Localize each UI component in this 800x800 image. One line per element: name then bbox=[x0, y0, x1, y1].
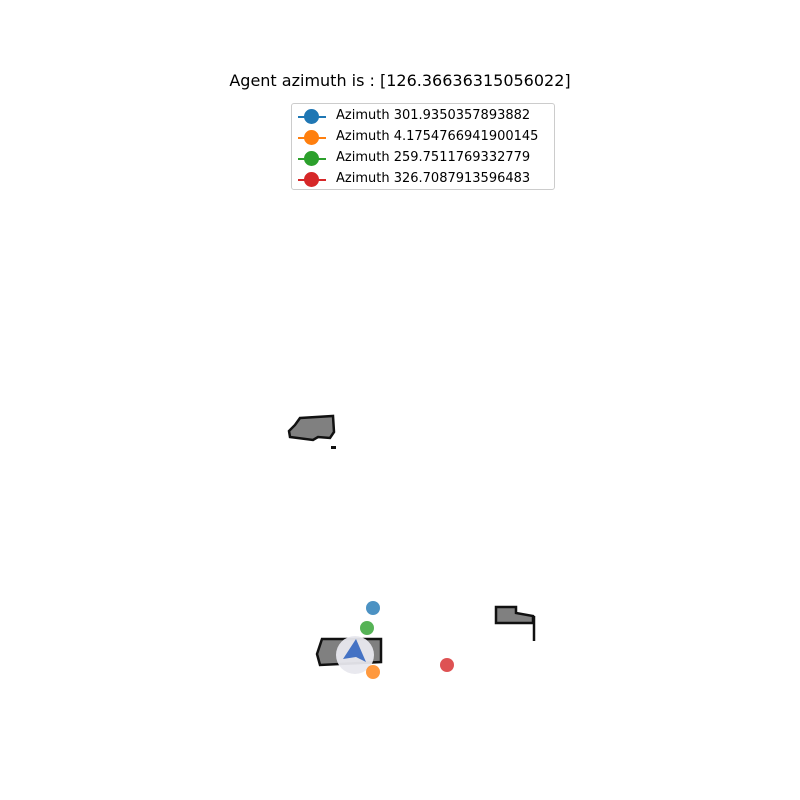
legend-entry: Azimuth 259.7511769332779 bbox=[292, 148, 554, 169]
legend-label: Azimuth 259.7511769332779 bbox=[336, 150, 531, 165]
legend-label: Azimuth 4.1754766941900145 bbox=[336, 129, 539, 144]
legend-marker bbox=[304, 109, 319, 124]
legend-entry: Azimuth 4.1754766941900145 bbox=[292, 127, 554, 148]
legend: Azimuth 301.9350357893882 Azimuth 4.1754… bbox=[291, 103, 555, 190]
agent-arrow-icon bbox=[343, 639, 366, 662]
obstacles bbox=[287, 414, 536, 667]
scatter-point bbox=[366, 601, 380, 615]
legend-marker bbox=[304, 130, 319, 145]
agent bbox=[336, 636, 374, 674]
obstacle-upper-left bbox=[287, 414, 336, 442]
obstacle-upper-left-fragment bbox=[331, 446, 336, 449]
scatter-point bbox=[366, 665, 380, 679]
scatter-point bbox=[360, 621, 374, 635]
legend-entry: Azimuth 326.7087913596483 bbox=[292, 169, 554, 190]
legend-marker bbox=[304, 172, 319, 187]
legend-marker bbox=[304, 151, 319, 166]
legend-label: Azimuth 301.9350357893882 bbox=[336, 108, 531, 123]
legend-entry: Azimuth 301.9350357893882 bbox=[292, 106, 554, 127]
scatter-point bbox=[440, 658, 454, 672]
obstacle-right bbox=[494, 605, 535, 625]
legend-label: Azimuth 326.7087913596483 bbox=[336, 171, 531, 186]
chart-title: Agent azimuth is : [126.36636315056022] bbox=[229, 71, 571, 90]
scatter-points bbox=[360, 601, 454, 679]
